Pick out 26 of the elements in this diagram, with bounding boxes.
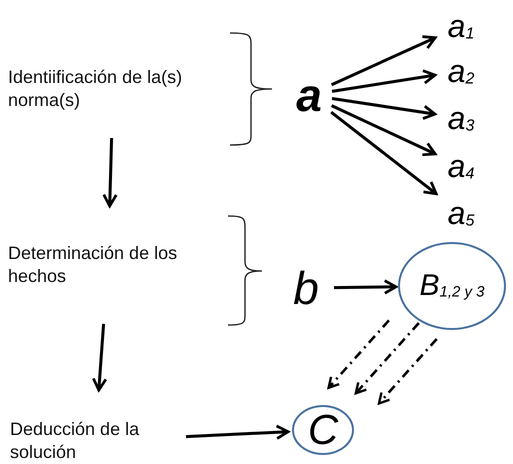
arrow <box>332 69 436 93</box>
arrow <box>186 424 290 440</box>
label-text: Determinación de los hechos <box>8 242 178 288</box>
variable-label: a$_{2}$ <box>448 54 474 88</box>
ellipse-node <box>398 242 506 330</box>
arrow <box>330 111 438 196</box>
variable-label: b <box>293 265 319 311</box>
arrow <box>354 322 420 394</box>
variable-label: a$_{1}$ <box>448 10 474 42</box>
arrow <box>334 279 398 295</box>
label-text: Identiificación de la(s) norma(s) <box>8 66 184 112</box>
arrow <box>102 138 118 208</box>
ellipse-node <box>292 405 354 455</box>
label-text: Deducción de la solución <box>10 418 140 464</box>
arrow <box>327 320 390 389</box>
arrow <box>330 104 437 156</box>
variable-label: a$_{5}$ <box>448 196 474 230</box>
arrow <box>92 324 108 392</box>
arrow <box>330 35 437 86</box>
arrow <box>378 338 438 405</box>
variable-label: C <box>308 409 338 451</box>
variable-label: B$_{1,2 y 3}$ <box>419 271 485 301</box>
variable-label: a$_{3}$ <box>448 102 474 134</box>
arrow <box>332 97 436 120</box>
variable-label: a$_{4}$ <box>448 150 474 182</box>
variable-label: a <box>296 72 322 118</box>
